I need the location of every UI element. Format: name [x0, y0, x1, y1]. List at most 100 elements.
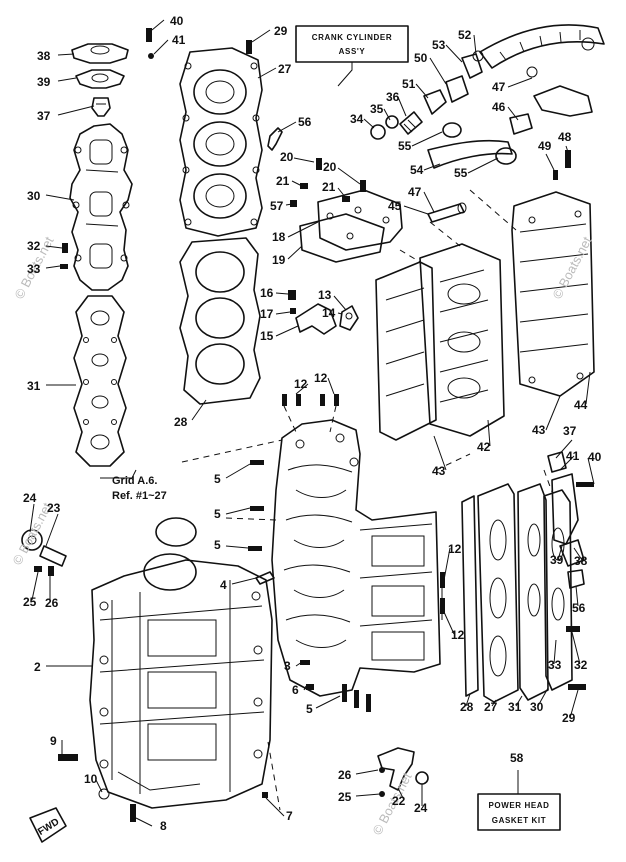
part-56-sensor [267, 127, 283, 151]
part-48-49-bolts [553, 150, 571, 180]
part-45-47-pipe [427, 202, 467, 223]
callout-37b: 37 [563, 424, 577, 438]
part-54-hose [427, 139, 517, 169]
callout-57: 57 [270, 199, 284, 213]
part-50-51-elbow [423, 89, 462, 138]
part-2-cylinder-block [89, 517, 273, 809]
leader-line [303, 685, 307, 691]
part-22-24-25-26-bracket-parts [377, 747, 429, 797]
callout-labels: 40 41 38 39 37 30 32 33 31 29 27 56 20 2… [23, 14, 602, 833]
crank-cylinder-label-box: CRANK CYLINDER ASS'Y [295, 25, 409, 87]
leader-line [45, 513, 59, 547]
callout-38b: 38 [574, 554, 588, 568]
leader-line [275, 292, 289, 295]
callout-29b: 29 [562, 711, 576, 725]
leader-line [327, 377, 335, 395]
leader-line [559, 455, 575, 471]
leader-lines [29, 19, 595, 827]
callout-37: 37 [37, 109, 51, 123]
callout-42: 42 [477, 440, 491, 454]
part-20-21-57-fasteners [290, 158, 366, 207]
callout-10: 10 [84, 772, 98, 786]
callout-30b: 30 [530, 700, 544, 714]
callout-30: 30 [27, 189, 41, 203]
callout-21b: 21 [322, 180, 336, 194]
leader-line [95, 779, 103, 793]
callout-26b: 26 [338, 768, 352, 782]
leader-line [153, 39, 169, 55]
leader-line [135, 817, 153, 827]
callout-2: 2 [34, 660, 41, 674]
part-47-46-bracket [509, 66, 593, 135]
callout-40b: 40 [588, 450, 602, 464]
leader-line [293, 157, 315, 163]
callout-56b: 56 [572, 601, 586, 615]
callout-35: 35 [370, 102, 384, 116]
dashed-alignment-lines-top [399, 189, 517, 263]
callout-41: 41 [172, 33, 186, 47]
callout-28b: 28 [460, 700, 474, 714]
crank-box-line2: ASS'Y [339, 47, 366, 56]
leader-line [45, 265, 61, 269]
leader-line [277, 121, 297, 133]
callout-58: 58 [510, 751, 524, 765]
leader-line [573, 547, 583, 561]
leader-line [397, 96, 407, 117]
callout-5b: 5 [214, 507, 221, 521]
callout-45: 45 [388, 199, 402, 213]
part-32-33-bolts [60, 243, 68, 269]
leader-line [225, 545, 249, 549]
callout-20a: 20 [280, 150, 294, 164]
annotation-grid-ref: Grid A.6. Ref. #1~27 [100, 469, 167, 502]
callout-12a: 12 [294, 377, 308, 391]
callout-31: 31 [27, 379, 41, 393]
callout-32: 32 [27, 239, 41, 253]
callout-12c: 12 [448, 542, 462, 556]
leader-line [557, 545, 563, 561]
callout-16: 16 [260, 286, 274, 300]
leader-line [507, 106, 519, 121]
part-3-4-6-fasteners [255, 571, 314, 690]
callout-5d: 5 [306, 702, 313, 716]
leader-line [397, 787, 405, 801]
leader-line [275, 311, 291, 315]
callout-19: 19 [272, 253, 286, 267]
part-7-bolt [262, 792, 268, 798]
leader-line [251, 29, 271, 43]
callout-7: 7 [286, 809, 293, 823]
callout-54: 54 [410, 163, 424, 177]
leader-line [31, 571, 39, 601]
callout-12d: 12 [451, 628, 465, 642]
callout-29: 29 [274, 24, 288, 38]
callout-24b: 24 [414, 801, 428, 815]
leader-line [491, 699, 497, 707]
part-38-water-cover [71, 43, 129, 64]
part-44-intake-manifold [511, 191, 595, 397]
part-12-dowels-right [440, 572, 445, 620]
callout-33: 33 [27, 262, 41, 276]
crank-box-line1: CRANK CYLINDER [312, 33, 392, 42]
callout-47a: 47 [492, 80, 506, 94]
fwd-text: FWD [36, 816, 61, 837]
part-15-bracket [295, 303, 337, 335]
leader-line [45, 245, 63, 249]
leader-line [423, 163, 441, 171]
leader-line [487, 419, 491, 447]
watermark-right: © Boats.net [549, 234, 594, 302]
callout-44: 44 [574, 398, 588, 412]
leader-line [45, 194, 75, 201]
leader-line [537, 687, 549, 707]
callout-3: 3 [284, 659, 291, 673]
part-28-head-gasket [179, 237, 261, 405]
leader-line [285, 203, 293, 206]
callout-43b: 43 [432, 464, 446, 478]
leader-line [575, 585, 579, 607]
part-rear-hose [479, 24, 605, 69]
leader-line [265, 797, 285, 817]
leader-line [337, 187, 347, 199]
leader-line [191, 399, 207, 421]
part-40-41-bolt-washer [146, 28, 154, 59]
callout-26a: 26 [45, 596, 59, 610]
part-30-exhaust-cover [69, 123, 133, 291]
